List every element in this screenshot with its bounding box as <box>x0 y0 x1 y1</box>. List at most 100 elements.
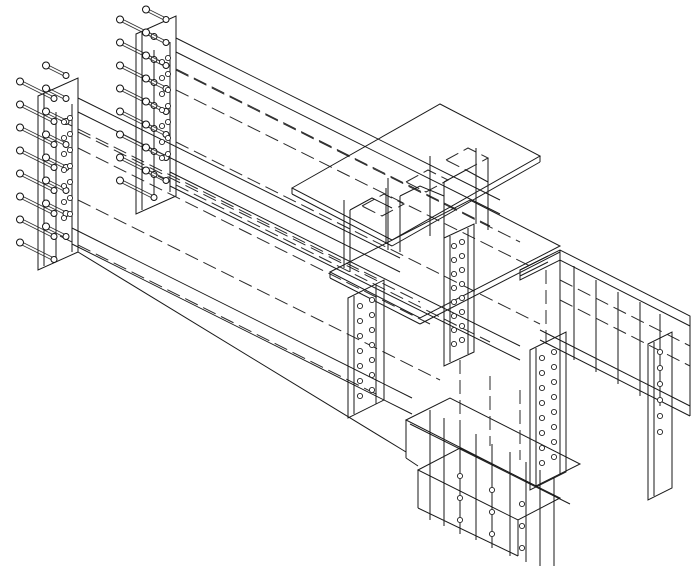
bolt <box>16 123 58 148</box>
bolt-hole <box>368 296 376 304</box>
bolt-hole <box>356 332 364 340</box>
left-end-plate-upper <box>135 15 177 215</box>
bolt-hole <box>66 114 74 122</box>
bolt-hole <box>66 210 74 218</box>
bolt-hole <box>368 311 376 319</box>
bolt <box>42 130 70 148</box>
right-girder <box>519 249 691 417</box>
bolt-hole <box>60 134 68 142</box>
bolt-hole <box>450 284 458 292</box>
bolt-hole <box>656 364 664 372</box>
bolt-hole <box>60 182 68 190</box>
bolt <box>116 38 158 63</box>
bolt-hole <box>66 130 74 138</box>
bolt <box>16 146 58 171</box>
bolt-hole <box>368 386 376 394</box>
bolt-hole <box>158 122 166 130</box>
bolt-hole <box>538 399 546 407</box>
bolt-hole <box>158 58 166 66</box>
center-splice-plate-right <box>443 223 475 367</box>
bolt <box>116 176 158 201</box>
bolt-hole <box>450 326 458 334</box>
bolt-hole <box>656 396 664 404</box>
bolt-hole <box>66 146 74 154</box>
bolt <box>142 120 170 138</box>
columns <box>343 148 489 272</box>
bolt-hole <box>538 414 546 422</box>
bolt-hole <box>538 369 546 377</box>
bolt <box>16 100 58 125</box>
bolt-hole <box>66 178 74 186</box>
bolt-hole <box>356 377 364 385</box>
bolt-holes <box>60 54 664 552</box>
bolt-hole <box>488 486 496 494</box>
bolt-hole <box>458 322 466 330</box>
bolt-hole <box>60 198 68 206</box>
bolt-hole <box>550 348 558 356</box>
bolt-hole <box>550 453 558 461</box>
bolt-hole <box>550 423 558 431</box>
bolt <box>116 130 158 155</box>
bolts-left-plate-lower <box>16 61 70 263</box>
bolt-hole <box>458 336 466 344</box>
bolt-hole <box>538 429 546 437</box>
bolt-hole <box>656 412 664 420</box>
bolt-hole <box>538 459 546 467</box>
bolt-hole <box>450 312 458 320</box>
bolt-hole <box>456 472 464 480</box>
bolt-hole <box>60 150 68 158</box>
bolt-hole <box>158 138 166 146</box>
right-splice-plate <box>529 331 673 501</box>
bolt-hole <box>488 508 496 516</box>
bolt-hole <box>458 308 466 316</box>
bolt <box>142 51 170 69</box>
bolt-hole <box>550 438 558 446</box>
bolt <box>16 169 58 194</box>
bolt <box>16 192 58 217</box>
bolt <box>142 5 170 23</box>
bolt-hole <box>66 194 74 202</box>
bolt-hole <box>164 54 172 62</box>
bolt-hole <box>518 500 526 508</box>
bolt-hole <box>158 154 166 162</box>
bolt-hole <box>368 371 376 379</box>
bolt-hole <box>518 544 526 552</box>
bolt-hole <box>356 392 364 400</box>
bolt-hole <box>456 494 464 502</box>
middle-plate <box>328 199 562 325</box>
bolt-hole <box>356 302 364 310</box>
bolt-hole <box>550 378 558 386</box>
bolt <box>16 215 58 240</box>
bolt <box>42 61 70 79</box>
bolt <box>116 61 158 86</box>
bolt-hole <box>458 252 466 260</box>
lower-base-box <box>404 360 582 566</box>
bolt-hole <box>356 362 364 370</box>
bolt-hole <box>450 256 458 264</box>
bolt-hole <box>538 354 546 362</box>
bolt-hole <box>158 106 166 114</box>
bolt-hole <box>356 347 364 355</box>
bolt-hole <box>656 380 664 388</box>
bolt-hole <box>450 298 458 306</box>
bolt-hole <box>450 270 458 278</box>
bolt-hole <box>550 408 558 416</box>
bolt-hole <box>164 102 172 110</box>
bolt-hole <box>158 90 166 98</box>
bolt <box>16 77 58 102</box>
bolt-hole <box>458 266 466 274</box>
left-end-plate-lower <box>37 77 79 271</box>
bolt-hole <box>538 384 546 392</box>
bolt-hole <box>164 86 172 94</box>
bolt-hole <box>656 428 664 436</box>
bolt-hole <box>164 134 172 142</box>
bolt-hole <box>60 166 68 174</box>
bolt-hole <box>368 356 376 364</box>
bolt-hole <box>550 363 558 371</box>
bolt-hole <box>488 530 496 538</box>
bolt <box>42 222 70 240</box>
bolt-hole <box>164 150 172 158</box>
bolt <box>116 84 158 109</box>
center-splice-plate-left <box>347 279 385 419</box>
bolt <box>16 238 58 263</box>
